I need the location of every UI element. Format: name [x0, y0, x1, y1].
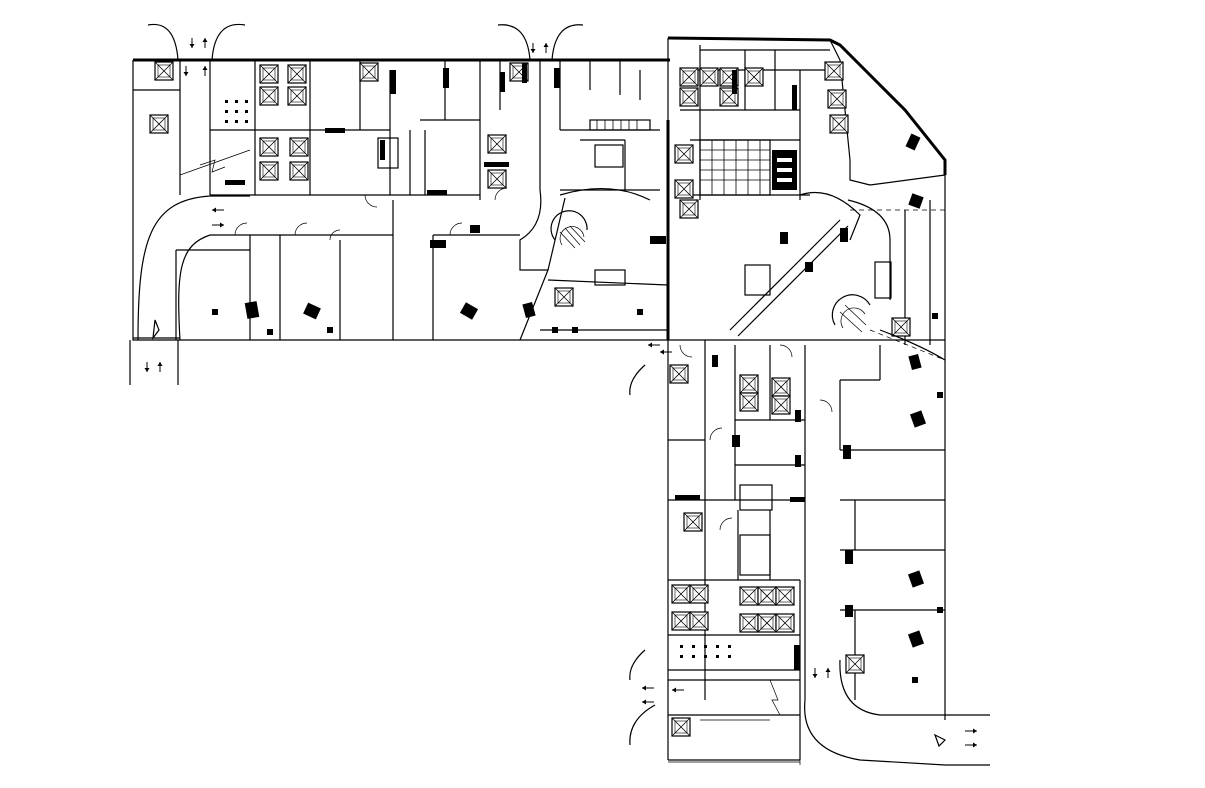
restroom-fixtures	[225, 100, 731, 658]
column-grid-markers	[212, 309, 943, 683]
door-swings	[234, 187, 833, 531]
north-entries	[147, 23, 584, 77]
south-driveway	[671, 659, 990, 766]
structural-columns	[225, 63, 927, 670]
south-west-entries	[629, 342, 673, 746]
site-boundary	[179, 149, 801, 765]
corner-tower	[666, 36, 947, 760]
north-atrium	[519, 188, 669, 341]
west-driveway	[129, 195, 250, 385]
south-wing	[668, 329, 946, 761]
north-wing-envelope	[132, 58, 670, 341]
stair-cores	[377, 119, 797, 576]
